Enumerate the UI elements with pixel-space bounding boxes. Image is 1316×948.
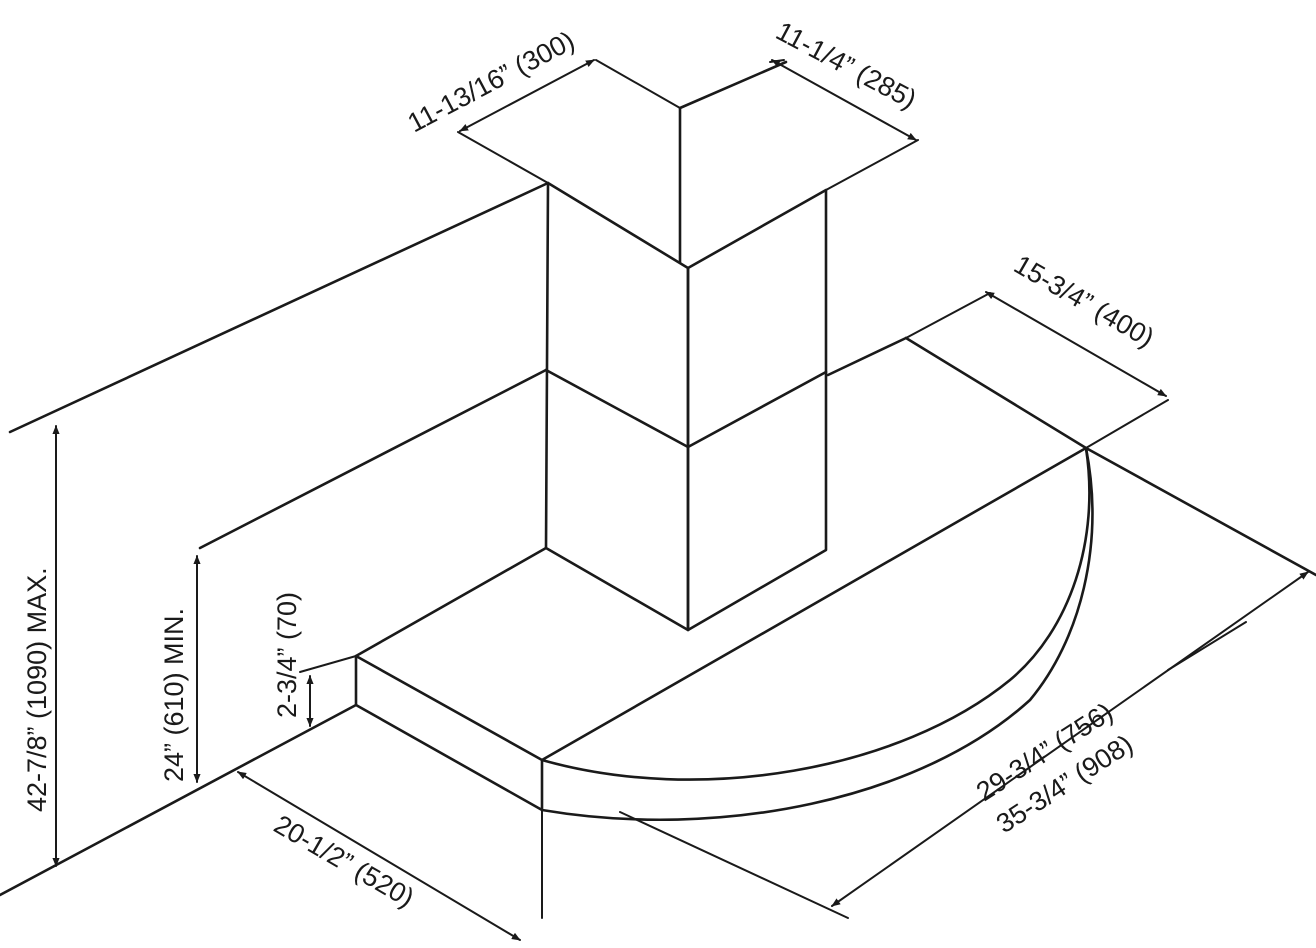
thickness-label: 2-3/4” (70) [272,592,302,718]
duct-width-dimension: 11-13/16” (300) [403,25,681,184]
hood-canopy [354,446,1094,822]
chimney-duct-cover [544,60,828,632]
max-height-label: 42-7/8” (1090) MAX. [22,567,52,812]
wall-outline [0,181,1316,897]
width-dimension: 29-3/4” (756) 35-3/4” (908) [619,571,1309,919]
thickness-dimension: 2-3/4” (70) [272,592,357,727]
side-depth-dimension: 20-1/2” (520) [237,771,543,941]
min-height-label: 24” (610) MIN. [159,608,189,782]
duct-depth-dimension: 11-1/4” (285) [769,16,921,191]
max-height-dimension: 42-7/8” (1090) MAX. [22,425,60,867]
duct-depth-label: 11-1/4” (285) [771,16,921,115]
side-depth-label: 20-1/2” (520) [269,809,419,913]
hood-depth-label: 15-3/4” (400) [1009,249,1159,353]
min-height-dimension: 24” (610) MIN. [159,555,201,783]
